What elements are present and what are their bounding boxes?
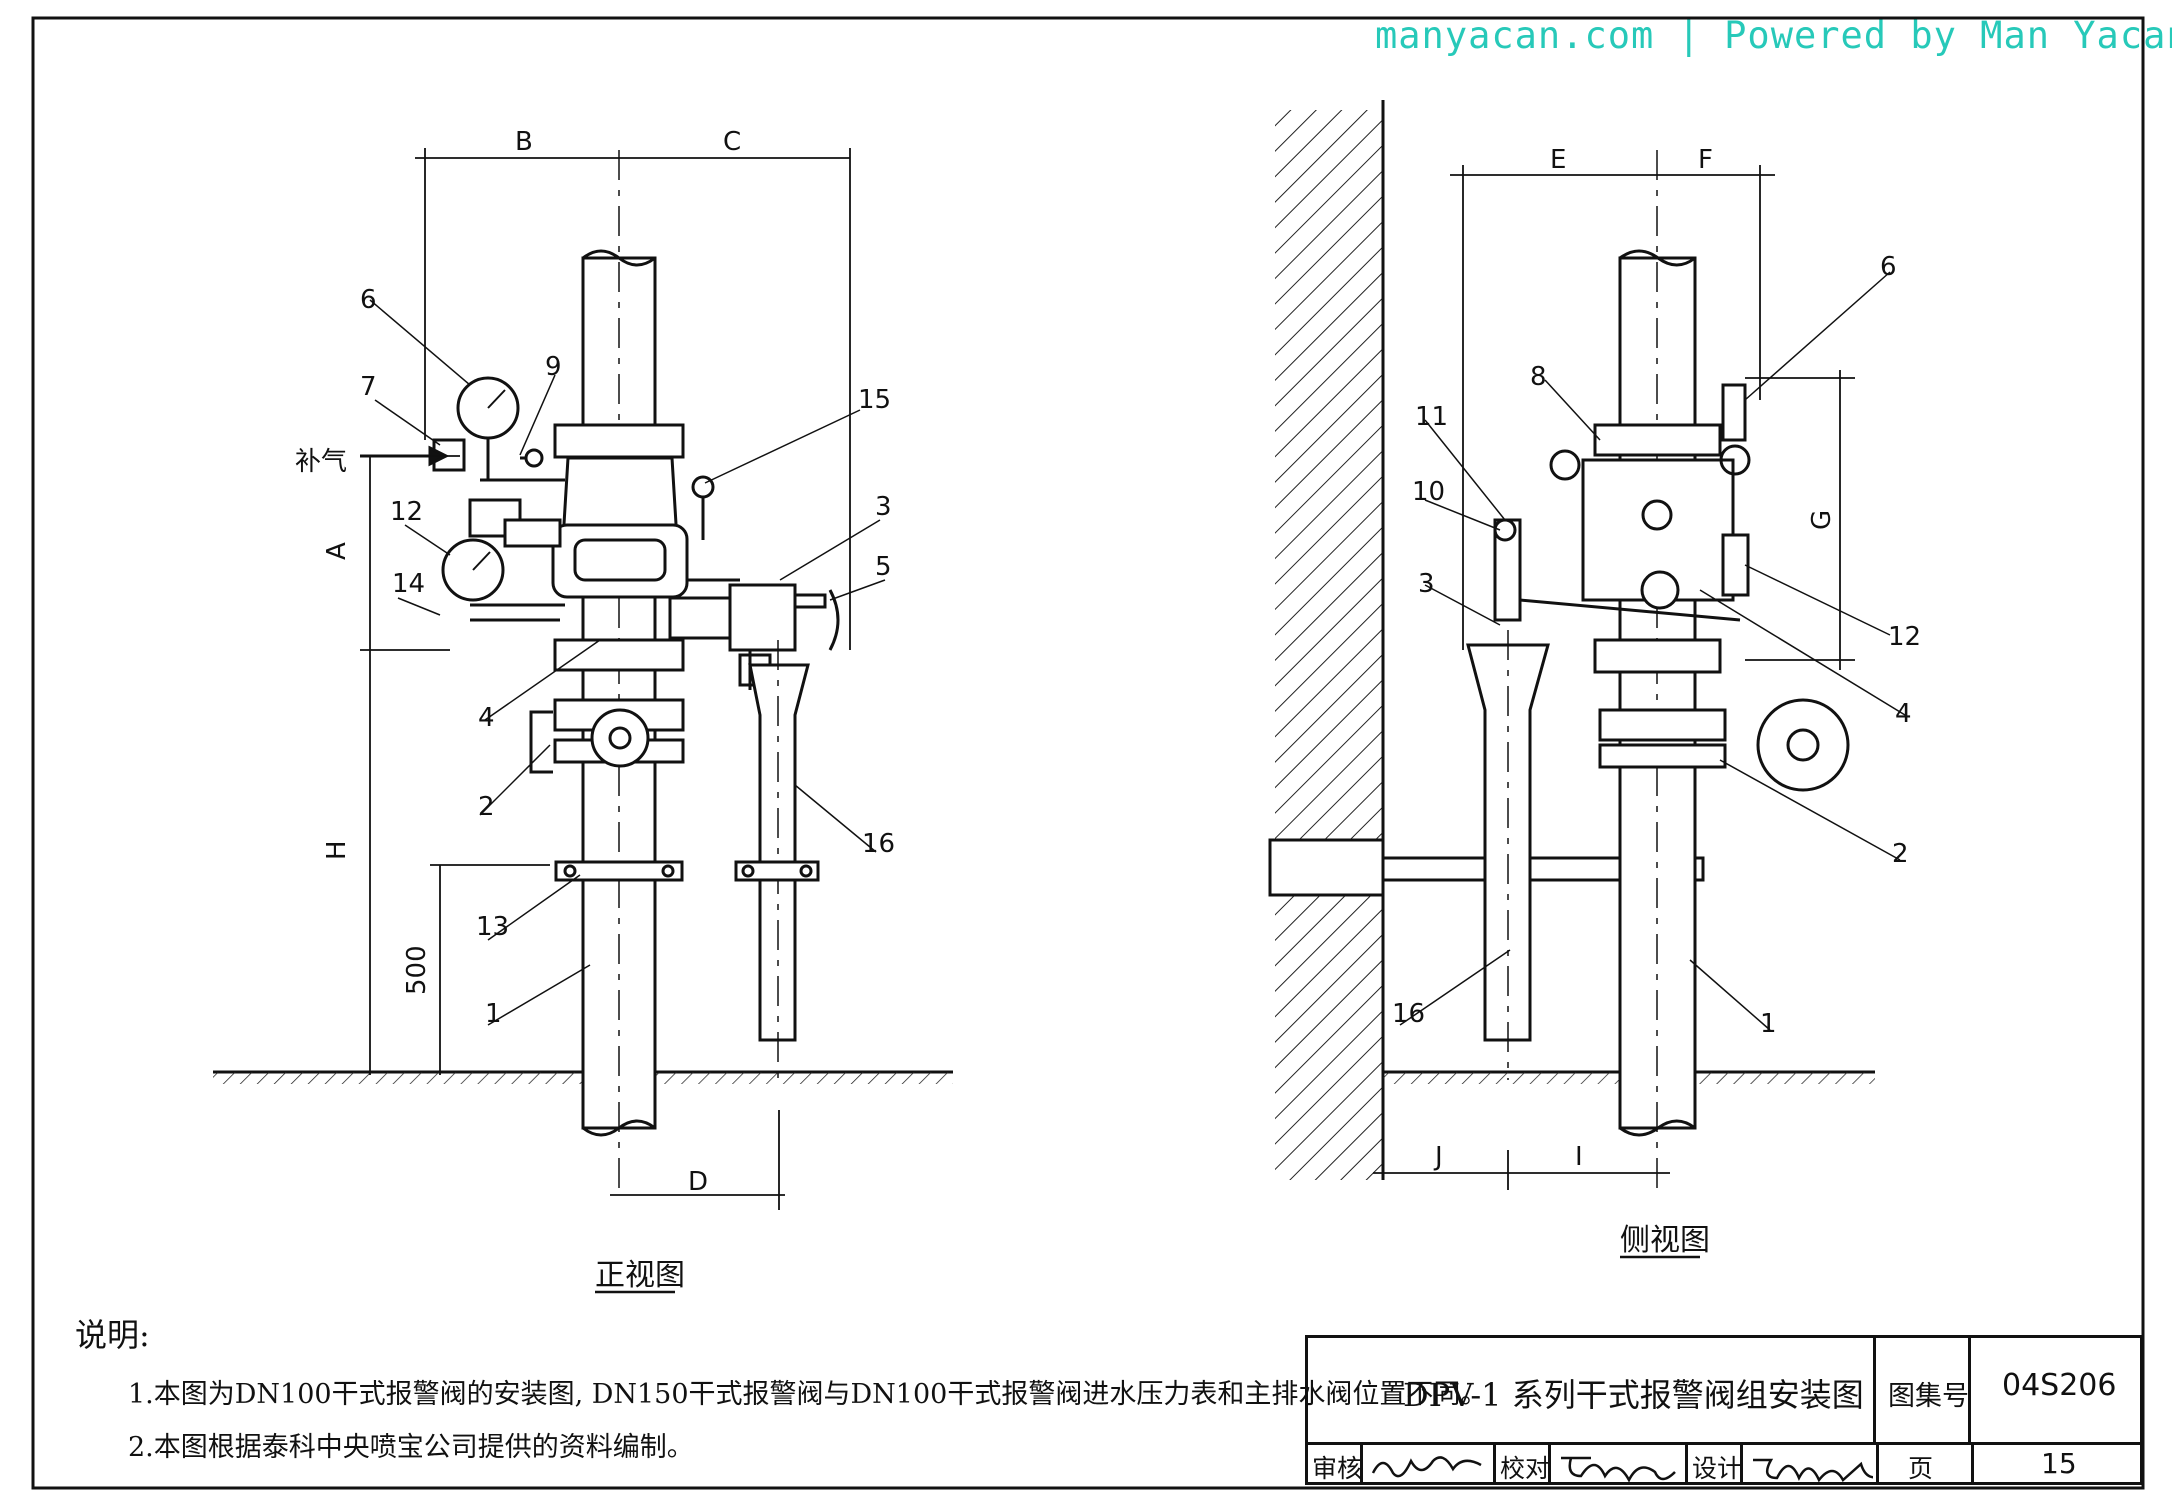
callout-7: 7 <box>360 372 377 402</box>
atlas-number: 04S206 <box>2002 1368 2117 1403</box>
notes-title: 说明: <box>75 1316 150 1354</box>
air-supply-label: 补气 <box>295 447 347 477</box>
callout-4: 4 <box>1895 699 1912 729</box>
note-item: 2.本图根据泰科中央喷宝公司提供的资料编制。 <box>128 1432 694 1463</box>
front-view-caption: 正视图 <box>595 1258 685 1293</box>
reviewer-signature <box>1371 1456 1482 1478</box>
callout-16: 16 <box>862 829 895 859</box>
callout-6: 6 <box>360 285 377 315</box>
page-number: 15 <box>2041 1447 2077 1480</box>
callout-10: 10 <box>1412 477 1445 507</box>
callout-1: 1 <box>485 999 502 1029</box>
watermark: manyacan.com | Powered by Man Yacan <box>1375 14 2172 57</box>
callout-16: 16 <box>1392 999 1425 1029</box>
callout-13: 13 <box>476 912 509 942</box>
callout-3: 3 <box>1418 569 1435 599</box>
callout-2: 2 <box>478 792 495 822</box>
callout-8: 8 <box>1530 362 1547 392</box>
callout-12: 12 <box>1888 622 1921 652</box>
dim-A: A <box>322 542 352 560</box>
callout-6: 6 <box>1880 252 1897 282</box>
design-label: 设计 <box>1692 1454 1743 1483</box>
callout-14: 14 <box>392 569 425 599</box>
dim-G: G <box>1807 510 1837 530</box>
dim-D: D <box>688 1167 708 1197</box>
dim-500: 500 <box>402 945 432 995</box>
title-block: DPV-1 系列干式报警阀组安装图 图集号 04S206 审核 校对 设计 页 … <box>1305 1335 2143 1485</box>
dim-J: J <box>1433 1142 1443 1172</box>
dim-F: F <box>1698 145 1713 175</box>
page-label: 页 <box>1908 1454 1934 1483</box>
front-view <box>213 148 953 1210</box>
callout-3: 3 <box>875 492 892 522</box>
note-item: 1.本图为DN100干式报警阀的安装图, DN150干式报警阀与DN100干式报… <box>128 1379 1488 1410</box>
callout-12: 12 <box>390 497 423 527</box>
dim-B: B <box>515 127 533 157</box>
callout-4: 4 <box>478 703 495 733</box>
callout-5: 5 <box>875 552 892 582</box>
check-label: 校对 <box>1500 1454 1551 1483</box>
side-view <box>1268 100 1906 1195</box>
callout-2: 2 <box>1892 839 1909 869</box>
sheet-border <box>31 16 2145 1490</box>
side-view-caption: 侧视图 <box>1620 1223 1710 1258</box>
designer-signature <box>1753 1458 1873 1482</box>
checker-signature <box>1561 1456 1676 1482</box>
callout-1: 1 <box>1760 1009 1777 1039</box>
callout-15: 15 <box>858 385 891 415</box>
dim-E: E <box>1550 145 1566 175</box>
dim-I: I <box>1575 1142 1583 1172</box>
callout-11: 11 <box>1415 402 1448 432</box>
drawing-title: DPV-1 系列干式报警阀组安装图 <box>1403 1376 1864 1414</box>
atlas-label: 图集号 <box>1888 1381 1969 1412</box>
callout-9: 9 <box>545 352 562 382</box>
dim-C: C <box>723 127 741 157</box>
dim-H: H <box>322 840 352 860</box>
review-label: 审核 <box>1312 1454 1363 1483</box>
